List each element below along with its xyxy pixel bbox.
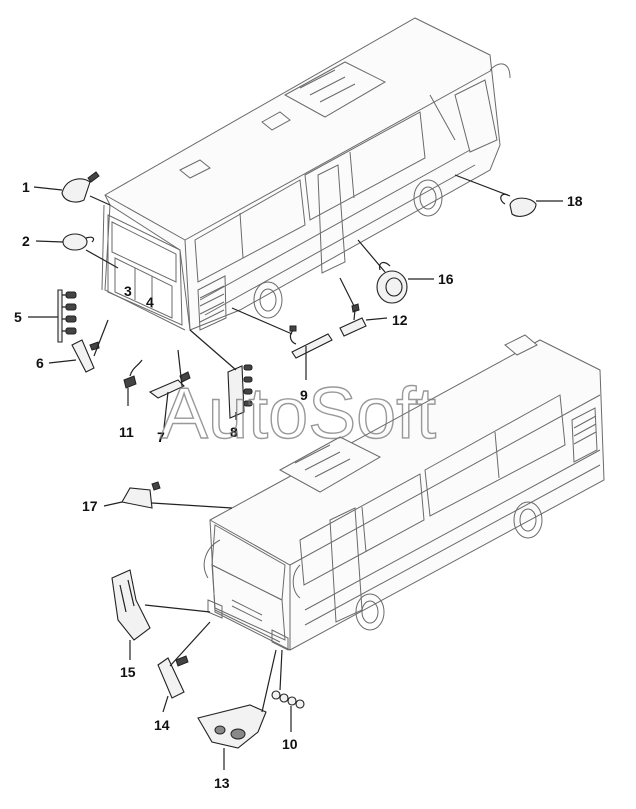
callout-16: 16	[438, 271, 454, 287]
part-14-fog-lamp	[157, 655, 189, 699]
part-11-connector	[123, 359, 143, 389]
part-12-side-marker-lamp	[339, 303, 367, 337]
callout-18: 18	[567, 193, 583, 209]
part-18-side-lamp	[500, 193, 537, 217]
callout-14: 14	[154, 717, 170, 733]
callout-3: 3	[124, 283, 132, 299]
callout-10: 10	[282, 736, 298, 752]
callout-9: 9	[300, 387, 308, 403]
part-9-interior-lamp	[289, 325, 333, 359]
part-8-rear-lamp-cluster	[227, 364, 253, 419]
callout-5: 5	[14, 309, 22, 325]
callout-17: 17	[82, 498, 98, 514]
part-5-lamp-strip	[57, 289, 77, 343]
rear-bus-illustration	[101, 17, 511, 331]
callout-2: 2	[22, 233, 30, 249]
callout-6: 6	[36, 355, 44, 371]
part-10-bulbs	[271, 690, 305, 709]
callout-11: 11	[119, 424, 134, 440]
part-13-headlamp-assembly	[197, 704, 267, 749]
callout-15: 15	[120, 664, 136, 680]
part-17-roof-marker-lamp	[121, 481, 161, 509]
callout-12: 12	[392, 312, 408, 328]
callout-1: 1	[22, 179, 30, 195]
front-bus-illustration	[203, 334, 605, 651]
part-16-dome-lamp	[376, 261, 408, 304]
part-1-marker-lamp	[61, 171, 100, 203]
part-15-front-lamp-housing	[111, 569, 151, 641]
part-7-reverse-lamp	[148, 371, 191, 399]
callout-7: 7	[157, 429, 165, 445]
part-6-corner-lamp	[71, 339, 100, 373]
part-2-round-lamp	[62, 233, 95, 251]
callout-13: 13	[214, 775, 230, 791]
callout-8: 8	[230, 424, 238, 440]
callout-labels: 1 2 3 4 5 6 7 8 9 10 11 12 13 14 15 16 1…	[14, 179, 583, 791]
leader-lines	[28, 174, 563, 770]
callout-4: 4	[146, 294, 154, 310]
autosoft-watermark: AutoSoft	[160, 374, 436, 454]
